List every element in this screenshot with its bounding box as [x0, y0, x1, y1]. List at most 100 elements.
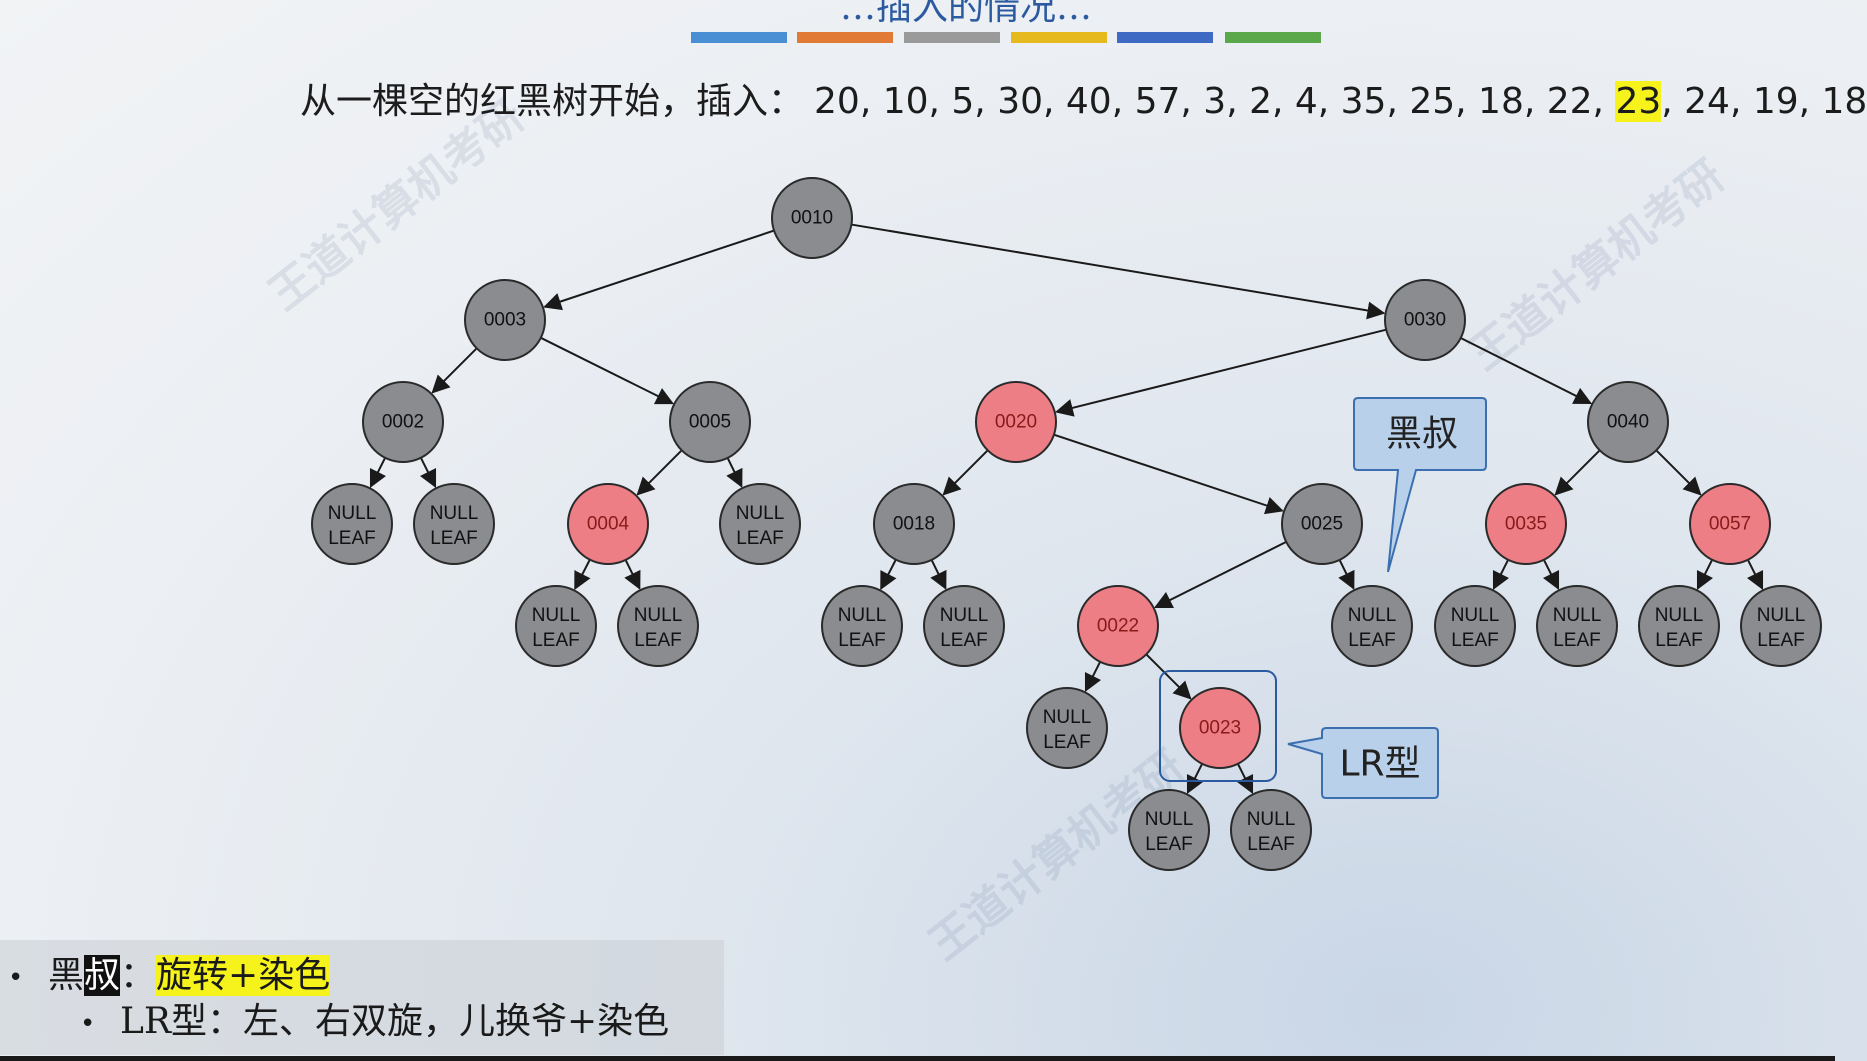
- node-circle: [1179, 687, 1261, 769]
- leaf-label-line1: NULL: [1451, 605, 1500, 626]
- node-label: 0005: [689, 412, 731, 433]
- leaf-label-line2: LEAF: [1145, 834, 1193, 855]
- color-bar: [1117, 32, 1213, 43]
- leaf-label-line1: NULL: [1247, 809, 1296, 830]
- tree-edge: [1055, 328, 1387, 417]
- leaf-label-line1: NULL: [1348, 605, 1397, 626]
- node-circle: [1689, 483, 1771, 565]
- lr-highlight-box: [1159, 670, 1277, 782]
- leaf-label-line2: LEAF: [328, 528, 376, 549]
- leaf-edge: [1186, 763, 1204, 795]
- tree-node-0035: 0035: [1485, 483, 1567, 565]
- leaf-circle: [719, 483, 801, 565]
- tree-node-0022: 0022: [1077, 585, 1159, 667]
- bottom-edge: [0, 1056, 1835, 1061]
- node-circle: [1077, 585, 1159, 667]
- leaf-label-line1: NULL: [634, 605, 683, 626]
- leaf-circle: [1434, 585, 1516, 667]
- case-callout-text: LR型: [1339, 744, 1420, 785]
- tree-edge: [636, 449, 683, 496]
- leaf-label-line2: LEAF: [634, 630, 682, 651]
- node-circle: [1281, 483, 1363, 565]
- bullet-icon: •: [8, 963, 24, 993]
- leaf-label-line1: NULL: [532, 605, 581, 626]
- node-label: 0022: [1097, 616, 1139, 637]
- node-circle: [975, 381, 1057, 463]
- leaf-circle: [1331, 585, 1413, 667]
- insert-sequence: 从一棵空的红黑树开始，插入：20, 10, 5, 30, 40, 57, 3, …: [300, 72, 1867, 124]
- leaf-label-line1: NULL: [1553, 605, 1602, 626]
- leaf-label-line2: LEAF: [430, 528, 478, 549]
- case-callout: LR型: [1287, 727, 1439, 799]
- leaf-edge: [1338, 559, 1355, 590]
- node-label: 0004: [587, 514, 630, 535]
- rule-line-uncle: •黑叔：旋转+染色: [8, 946, 331, 998]
- leaf-label-line1: NULL: [838, 605, 887, 626]
- node-circle: [873, 483, 955, 565]
- null-leaf-node: NULL LEAF: [1128, 789, 1210, 871]
- leaf-label-line1: NULL: [1655, 605, 1704, 626]
- leaf-label-line2: LEAF: [1348, 630, 1396, 651]
- tree-node-0010: 0010: [771, 177, 853, 259]
- node-circle: [362, 381, 444, 463]
- leaf-label-line1: NULL: [328, 503, 377, 524]
- color-bar: [904, 32, 1000, 43]
- tree-edge: [540, 336, 675, 405]
- sequence-numbers: 20, 10, 5, 30, 40, 57, 3, 2, 4, 35, 25, …: [814, 81, 1616, 122]
- leaf-edge: [1746, 559, 1764, 591]
- color-bar: [1225, 32, 1321, 43]
- node-label: 0003: [484, 310, 526, 331]
- bullet-icon: •: [80, 1009, 96, 1039]
- tree-edge: [1460, 337, 1593, 405]
- leaf-edge: [1696, 559, 1714, 591]
- leaf-label-line1: NULL: [736, 503, 785, 524]
- leaf-edge: [930, 559, 947, 590]
- leaf-label-line2: LEAF: [838, 630, 886, 651]
- node-circle: [771, 177, 853, 259]
- leaf-edge: [1236, 763, 1254, 795]
- node-label: 0035: [1505, 514, 1547, 535]
- node-circle: [464, 279, 546, 361]
- tree-node-0025: 0025: [1281, 483, 1363, 565]
- node-label: 0018: [893, 514, 935, 535]
- leaf-circle: [617, 585, 699, 667]
- leaf-label-line2: LEAF: [1451, 630, 1499, 651]
- leaf-label-line1: NULL: [430, 503, 479, 524]
- tree-edge: [1153, 540, 1287, 609]
- leaf-circle: [923, 585, 1005, 667]
- leaf-edge: [624, 559, 641, 590]
- sequence-current-key: 23: [1615, 81, 1662, 122]
- leaf-edge: [1542, 559, 1560, 591]
- node-label: 0057: [1709, 514, 1751, 535]
- leaf-circle: [1536, 585, 1618, 667]
- tree-edge: [431, 347, 478, 394]
- leaf-label-line1: NULL: [1043, 707, 1092, 728]
- null-leaf-node: NULL LEAF: [1536, 585, 1618, 667]
- leaf-edge: [419, 457, 437, 489]
- null-leaf-node: NULL LEAF: [1331, 585, 1413, 667]
- leaf-circle: [1740, 585, 1822, 667]
- leaf-circle: [1230, 789, 1312, 871]
- rule-uncle-word: 叔: [84, 955, 121, 996]
- leaf-label-line2: LEAF: [1553, 630, 1601, 651]
- leaf-label-line2: LEAF: [940, 630, 988, 651]
- tree-node-0005: 0005: [669, 381, 751, 463]
- leaf-label-line2: LEAF: [1757, 630, 1805, 651]
- tree-edge: [1053, 433, 1284, 515]
- leaf-label-line1: NULL: [1145, 809, 1194, 830]
- leaf-circle: [413, 483, 495, 565]
- tree-node-0020: 0020: [975, 381, 1057, 463]
- tree-edge: [851, 223, 1386, 320]
- node-label: 0025: [1301, 514, 1343, 535]
- null-leaf-node: NULL LEAF: [413, 483, 495, 565]
- tree-edge: [1554, 449, 1601, 496]
- rule-lr-text: LR型：左、右双旋，儿换爷+染色: [120, 1001, 670, 1042]
- null-leaf-node: NULL LEAF: [311, 483, 393, 565]
- leaf-label-line2: LEAF: [1043, 732, 1091, 753]
- color-bar: [691, 32, 787, 43]
